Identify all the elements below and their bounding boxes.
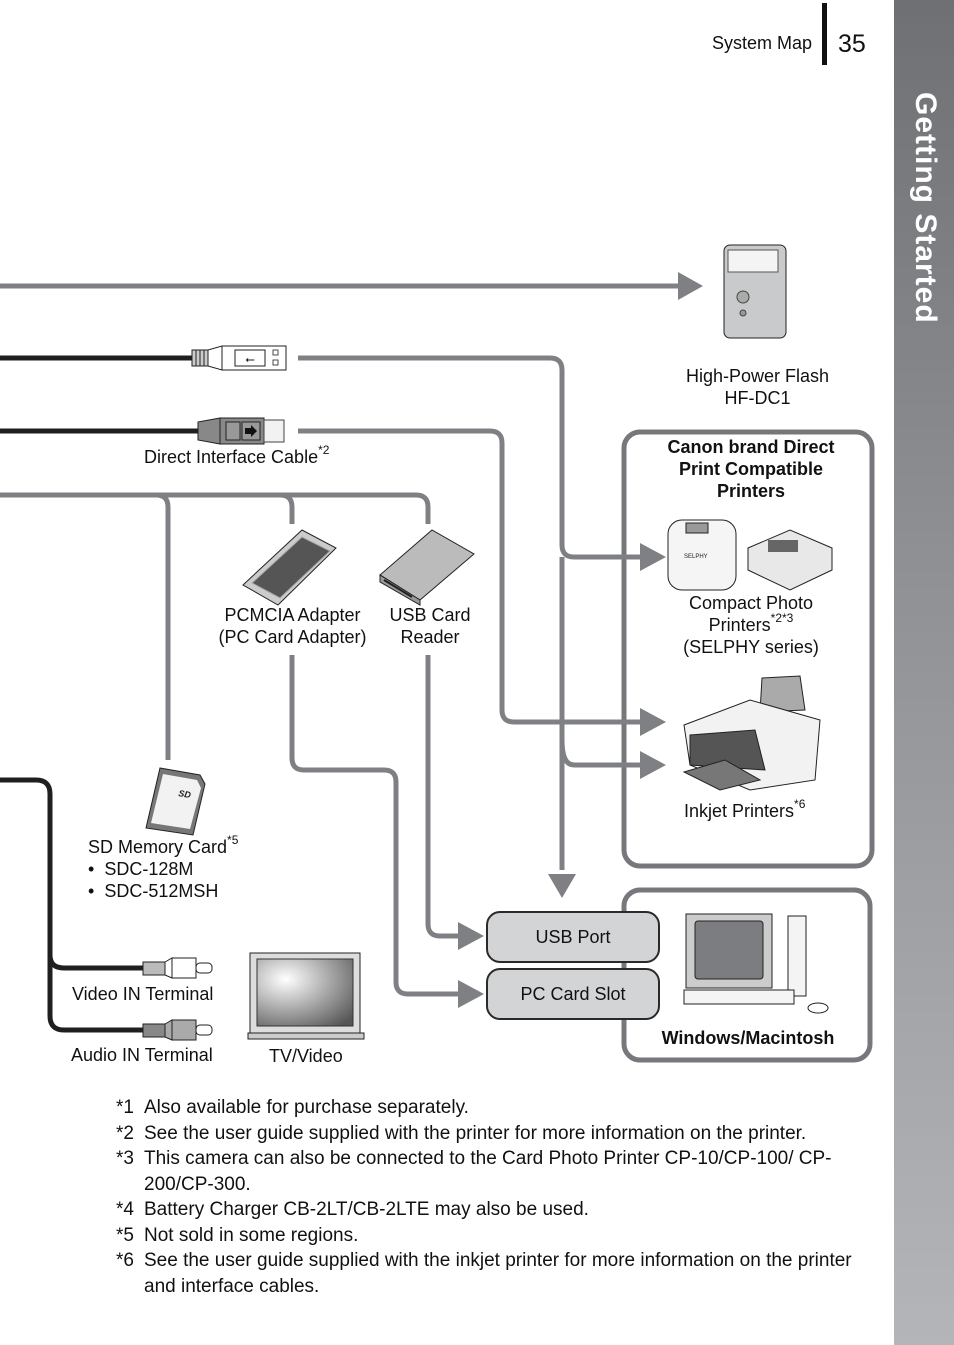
pcmcia-top-line (279, 492, 295, 524)
section-title: System Map (711, 33, 812, 53)
av-cable-audio (47, 955, 145, 1033)
pcmcia-adapter-label: PCMCIA Adapter(PC Card Adapter) (218, 605, 367, 647)
pcmcia-adapter-image (242, 529, 337, 606)
direct-plug-icon (197, 417, 285, 445)
inkjet-arrow-icon-1 (640, 708, 666, 736)
reader-to-usb-port-line (425, 655, 460, 939)
direct-interface-cable-label: Direct Interface Cable*2 (144, 443, 330, 467)
av-cable (0, 777, 145, 971)
sd-card-line (155, 492, 171, 760)
high-power-flash-image (723, 244, 787, 339)
sd-card-image: SD (145, 767, 206, 836)
page-number: 35 (838, 30, 866, 58)
audio-plug-icon (142, 1019, 213, 1041)
tv-image (247, 952, 365, 1040)
sd-card-model: • SDC-512MSH (88, 881, 219, 901)
inkjet-arrow-icon-2 (640, 751, 666, 779)
usb-port-down-arrow-icon (548, 874, 576, 898)
usb-port-box: USB Port (486, 911, 660, 963)
usb-connector-line (298, 355, 640, 560)
header-divider (822, 3, 827, 65)
svg-text:SD: SD (178, 788, 193, 800)
compact-photo-printers-image: SELPHY (667, 519, 833, 591)
chapter-tab[interactable]: Getting Started (894, 0, 954, 1345)
usb-a-plug-icon: ⭠ (191, 345, 287, 371)
pc-card-slot-arrow-icon (458, 980, 484, 1008)
pc-card-slot-box: PC Card Slot (486, 968, 660, 1020)
flash-arrow-icon (678, 272, 703, 300)
usb-card-reader-image (379, 529, 475, 606)
tv-label: TV/Video (269, 1046, 343, 1066)
svg-text:⭠: ⭠ (245, 352, 255, 366)
sd-card-label: SD Memory Card*5 • SDC-128M • SDC-512MSH (88, 833, 239, 901)
usb-port-arrow-icon (458, 922, 484, 950)
inkjet-printer-image (682, 675, 821, 791)
printers-group-box (621, 429, 875, 869)
card-bus-line (0, 492, 431, 524)
svg-text:SELPHY: SELPHY (684, 554, 708, 560)
pcmcia-to-slot-line (289, 655, 460, 997)
system-map-diagram: ⭠ (0, 244, 875, 1063)
audio-in-label: Audio IN Terminal (71, 1045, 213, 1065)
printers-group-title: Canon brand Direct Print Compatible Prin… (667, 437, 835, 501)
video-plug-icon (142, 957, 213, 979)
compact-printer-arrow-icon (640, 543, 666, 571)
compact-printers-label: Compact Photo Printers*2*3 (SELPHY serie… (683, 593, 819, 657)
video-in-label: Video IN Terminal (72, 984, 214, 1004)
usb-to-inkjet-line (559, 739, 640, 768)
chapter-tab-label: Getting Started (909, 92, 942, 324)
computer-label: Windows/Macintosh (661, 1028, 835, 1048)
direct-connector-line (298, 428, 640, 725)
inkjet-printers-label: Inkjet Printers*6 (684, 797, 806, 821)
computer-image (683, 913, 829, 1014)
sd-card-model: • SDC-128M (88, 859, 194, 879)
